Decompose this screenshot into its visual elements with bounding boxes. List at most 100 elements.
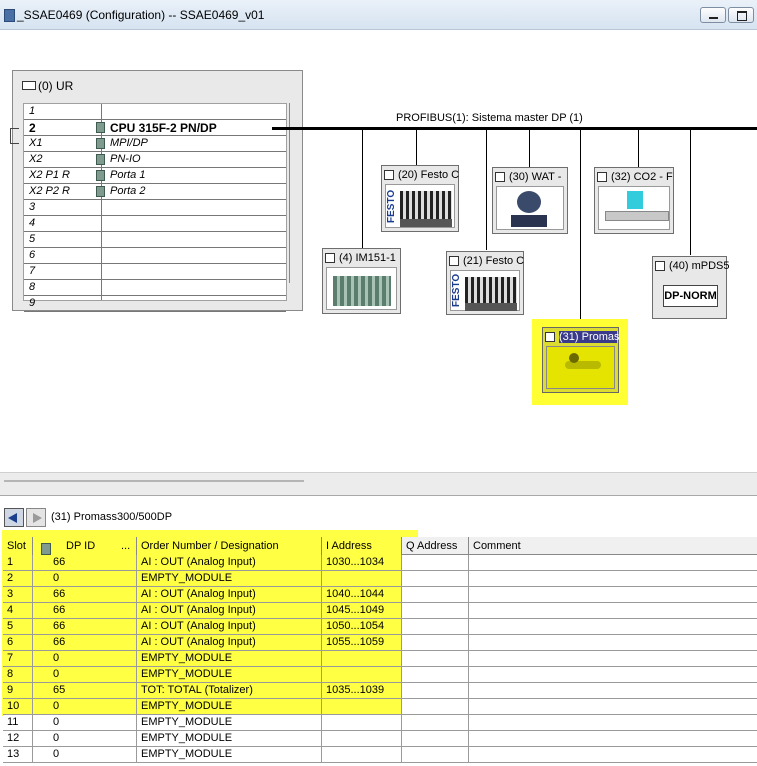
rack-slot-row[interactable]: 1 xyxy=(24,104,286,120)
cell-dpid[interactable]: 0 xyxy=(33,699,137,715)
cell-iaddress[interactable] xyxy=(322,747,402,763)
rack-slot-row[interactable]: 7 xyxy=(24,264,286,280)
cell-comment[interactable] xyxy=(469,715,757,731)
cell-dpid[interactable]: 66 xyxy=(33,587,137,603)
cell-iaddress[interactable]: 1030...1034 xyxy=(322,555,402,571)
cell-slot[interactable]: 9 xyxy=(3,683,33,699)
rack-slot-row[interactable]: 4 xyxy=(24,216,286,232)
cell-dpid[interactable]: 66 xyxy=(33,635,137,651)
cell-slot[interactable]: 3 xyxy=(3,587,33,603)
cell-comment[interactable] xyxy=(469,731,757,747)
cell-comment[interactable] xyxy=(469,667,757,683)
cell-qaddress[interactable] xyxy=(402,635,469,651)
cell-qaddress[interactable] xyxy=(402,651,469,667)
cell-comment[interactable] xyxy=(469,699,757,715)
cell-slot[interactable]: 2 xyxy=(3,571,33,587)
cell-qaddress[interactable] xyxy=(402,555,469,571)
slave-mpds-40[interactable]: (40) mPDS5 DP-NORM xyxy=(652,256,730,319)
cell-dpid[interactable]: 0 xyxy=(33,747,137,763)
cell-iaddress[interactable]: 1040...1044 xyxy=(322,587,402,603)
rack-slot-row[interactable]: 8 xyxy=(24,280,286,296)
cell-iaddress[interactable]: 1035...1039 xyxy=(322,683,402,699)
cell-dpid[interactable]: 66 xyxy=(33,603,137,619)
cell-dpid[interactable]: 0 xyxy=(33,731,137,747)
cell-order[interactable]: EMPTY_MODULE xyxy=(137,571,322,587)
cell-order[interactable]: EMPTY_MODULE xyxy=(137,699,322,715)
header-iaddress[interactable]: I Address xyxy=(322,537,402,555)
cell-qaddress[interactable] xyxy=(402,667,469,683)
cell-iaddress[interactable] xyxy=(322,667,402,683)
cell-qaddress[interactable] xyxy=(402,731,469,747)
cell-comment[interactable] xyxy=(469,683,757,699)
cell-qaddress[interactable] xyxy=(402,619,469,635)
cell-iaddress[interactable]: 1055...1059 xyxy=(322,635,402,651)
maximize-button[interactable] xyxy=(728,7,754,23)
rack-slot-row[interactable]: 6 xyxy=(24,248,286,264)
cell-comment[interactable] xyxy=(469,635,757,651)
cell-slot[interactable]: 1 xyxy=(3,555,33,571)
rack-slot-row[interactable]: 5 xyxy=(24,232,286,248)
cell-order[interactable]: EMPTY_MODULE xyxy=(137,731,322,747)
cell-iaddress[interactable]: 1050...1054 xyxy=(322,619,402,635)
cell-qaddress[interactable] xyxy=(402,587,469,603)
rack-slot-row[interactable]: 3 xyxy=(24,200,286,216)
cell-order[interactable]: EMPTY_MODULE xyxy=(137,651,322,667)
cell-order[interactable]: AI : OUT (Analog Input) xyxy=(137,603,322,619)
cell-comment[interactable] xyxy=(469,651,757,667)
slave-promass-31[interactable]: (31) Promas xyxy=(542,327,620,393)
cell-comment[interactable] xyxy=(469,603,757,619)
slave-festo-21[interactable]: (21) Festo C FESTO xyxy=(446,251,524,315)
cell-slot[interactable]: 12 xyxy=(3,731,33,747)
minimize-button[interactable] xyxy=(700,7,726,23)
cell-dpid[interactable]: 66 xyxy=(33,619,137,635)
rack-slot-row[interactable]: 9 xyxy=(24,296,286,312)
cell-order[interactable]: EMPTY_MODULE xyxy=(137,715,322,731)
pane-splitter[interactable] xyxy=(0,472,757,496)
slave-co2-32[interactable]: (32) CO2 - F xyxy=(594,167,674,234)
cell-slot[interactable]: 13 xyxy=(3,747,33,763)
cell-slot[interactable]: 4 xyxy=(3,603,33,619)
slave-festo-20[interactable]: (20) Festo C FESTO xyxy=(381,165,459,232)
cell-order[interactable]: AI : OUT (Analog Input) xyxy=(137,555,322,571)
cell-order[interactable]: EMPTY_MODULE xyxy=(137,747,322,763)
slave-wat-30[interactable]: (30) WAT - xyxy=(492,167,568,234)
cell-dpid[interactable]: 0 xyxy=(33,571,137,587)
profibus-line[interactable] xyxy=(272,127,757,130)
header-dpid[interactable]: DP ID ... xyxy=(33,537,137,555)
cell-comment[interactable] xyxy=(469,587,757,603)
back-arrow-icon[interactable] xyxy=(4,508,24,527)
cell-dpid[interactable]: 65 xyxy=(33,683,137,699)
cell-dpid[interactable]: 66 xyxy=(33,555,137,571)
cell-qaddress[interactable] xyxy=(402,683,469,699)
cell-qaddress[interactable] xyxy=(402,699,469,715)
header-order[interactable]: Order Number / Designation xyxy=(137,537,322,555)
cell-comment[interactable] xyxy=(469,747,757,763)
cell-order[interactable]: AI : OUT (Analog Input) xyxy=(137,587,322,603)
forward-arrow-icon[interactable] xyxy=(26,508,46,527)
cell-order[interactable]: AI : OUT (Analog Input) xyxy=(137,619,322,635)
cell-iaddress[interactable] xyxy=(322,715,402,731)
cell-comment[interactable] xyxy=(469,571,757,587)
cell-qaddress[interactable] xyxy=(402,747,469,763)
cell-order[interactable]: TOT: TOTAL (Totalizer) xyxy=(137,683,322,699)
cell-qaddress[interactable] xyxy=(402,603,469,619)
cell-qaddress[interactable] xyxy=(402,571,469,587)
header-slot[interactable]: Slot xyxy=(3,537,33,555)
cell-dpid[interactable]: 0 xyxy=(33,715,137,731)
cell-slot[interactable]: 11 xyxy=(3,715,33,731)
